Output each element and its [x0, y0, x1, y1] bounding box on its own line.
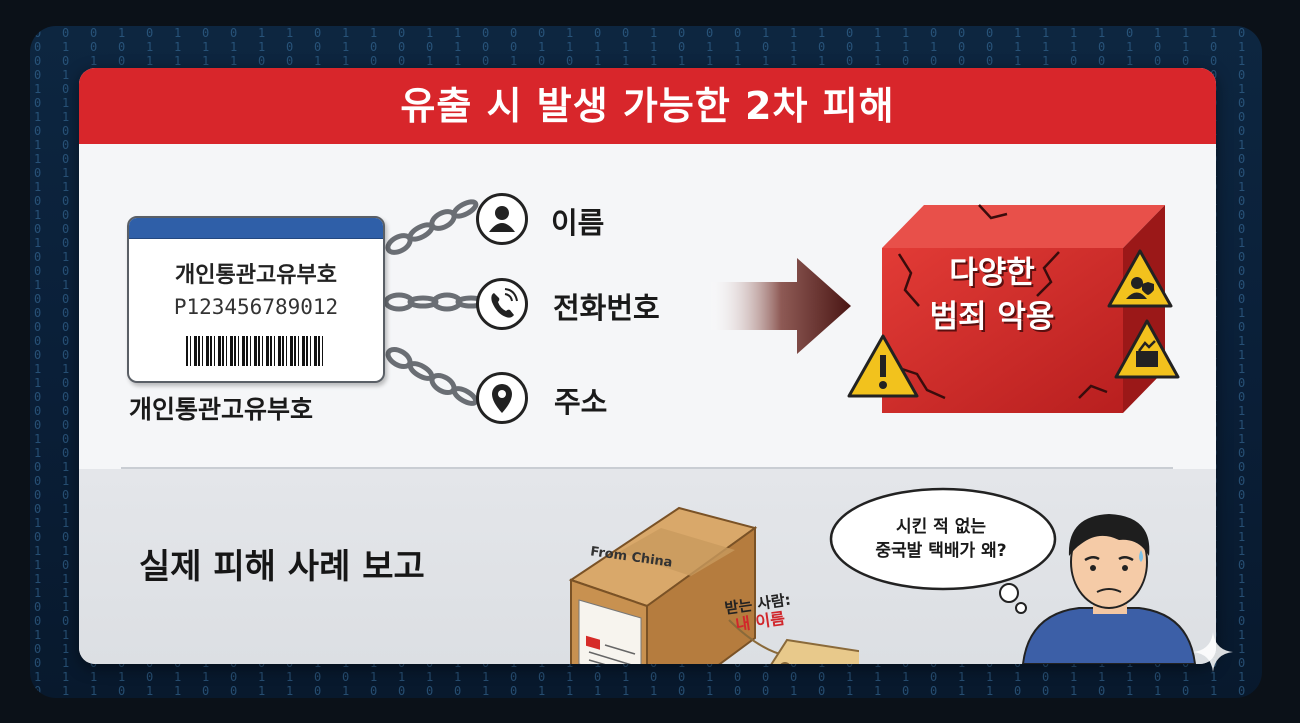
bubble-line-2: 중국발 택배가 왜? — [875, 541, 1007, 561]
customs-id-card: 개인통관고유부호 P123456789012 — [127, 216, 385, 383]
crime-line-2: 범죄 악용 — [929, 299, 1055, 335]
card-heading: 개인통관고유부호 — [175, 263, 337, 288]
chain-links-graphic — [383, 199, 1180, 413]
binary-column: 0 0 0 0 1 0 1 0 1 1 0 1 0 1 0 1 0 0 1 0 … — [34, 26, 44, 698]
warning-fraud-parcel-icon — [1114, 319, 1180, 379]
info-label-address: 주소 — [554, 385, 608, 419]
crime-line-1: 다양한 — [949, 255, 1035, 291]
parcel-box-graphic — [568, 506, 859, 664]
speech-bubble-graphic — [829, 487, 1057, 614]
info-label-name: 이름 — [551, 206, 605, 240]
crime-box-text: 다양한 범죄 악용 — [877, 251, 1107, 339]
warning-identity-theft-icon — [1107, 249, 1173, 308]
bubble-line-1: 시킨 적 없는 — [895, 517, 987, 537]
person-icon — [476, 193, 528, 245]
location-pin-icon — [476, 372, 528, 424]
arrow-right-icon — [711, 258, 851, 354]
info-label-phone: 전화번호 — [553, 291, 660, 325]
report-title: 실제 피해 사례 보고 — [139, 547, 425, 587]
phone-icon — [476, 278, 528, 330]
info-card: 유출 시 발생 가능한 2차 피해 — [79, 68, 1216, 664]
binary-column: 0 1 0 1 0 1 1 0 0 0 1 1 0 0 0 0 1 0 1 0 … — [62, 26, 72, 698]
speech-bubble: 시킨 적 없는 중국발 택배가 왜? — [843, 495, 1039, 587]
section-divider — [121, 467, 1173, 469]
warning-triangle-icon — [847, 334, 919, 398]
banner-title: 유출 시 발생 가능한 2차 피해 — [79, 68, 1216, 144]
card-caption: 개인통관고유부호 — [129, 395, 314, 424]
card-number: P123456789012 — [173, 295, 339, 319]
sparkle-icon — [1193, 632, 1233, 672]
card-header-strip — [129, 218, 383, 239]
binary-column: 0 1 1 0 1 0 0 0 1 0 0 1 0 0 0 1 0 0 0 0 … — [1238, 26, 1248, 698]
barcode — [186, 336, 326, 366]
worried-person-icon — [1021, 514, 1197, 664]
